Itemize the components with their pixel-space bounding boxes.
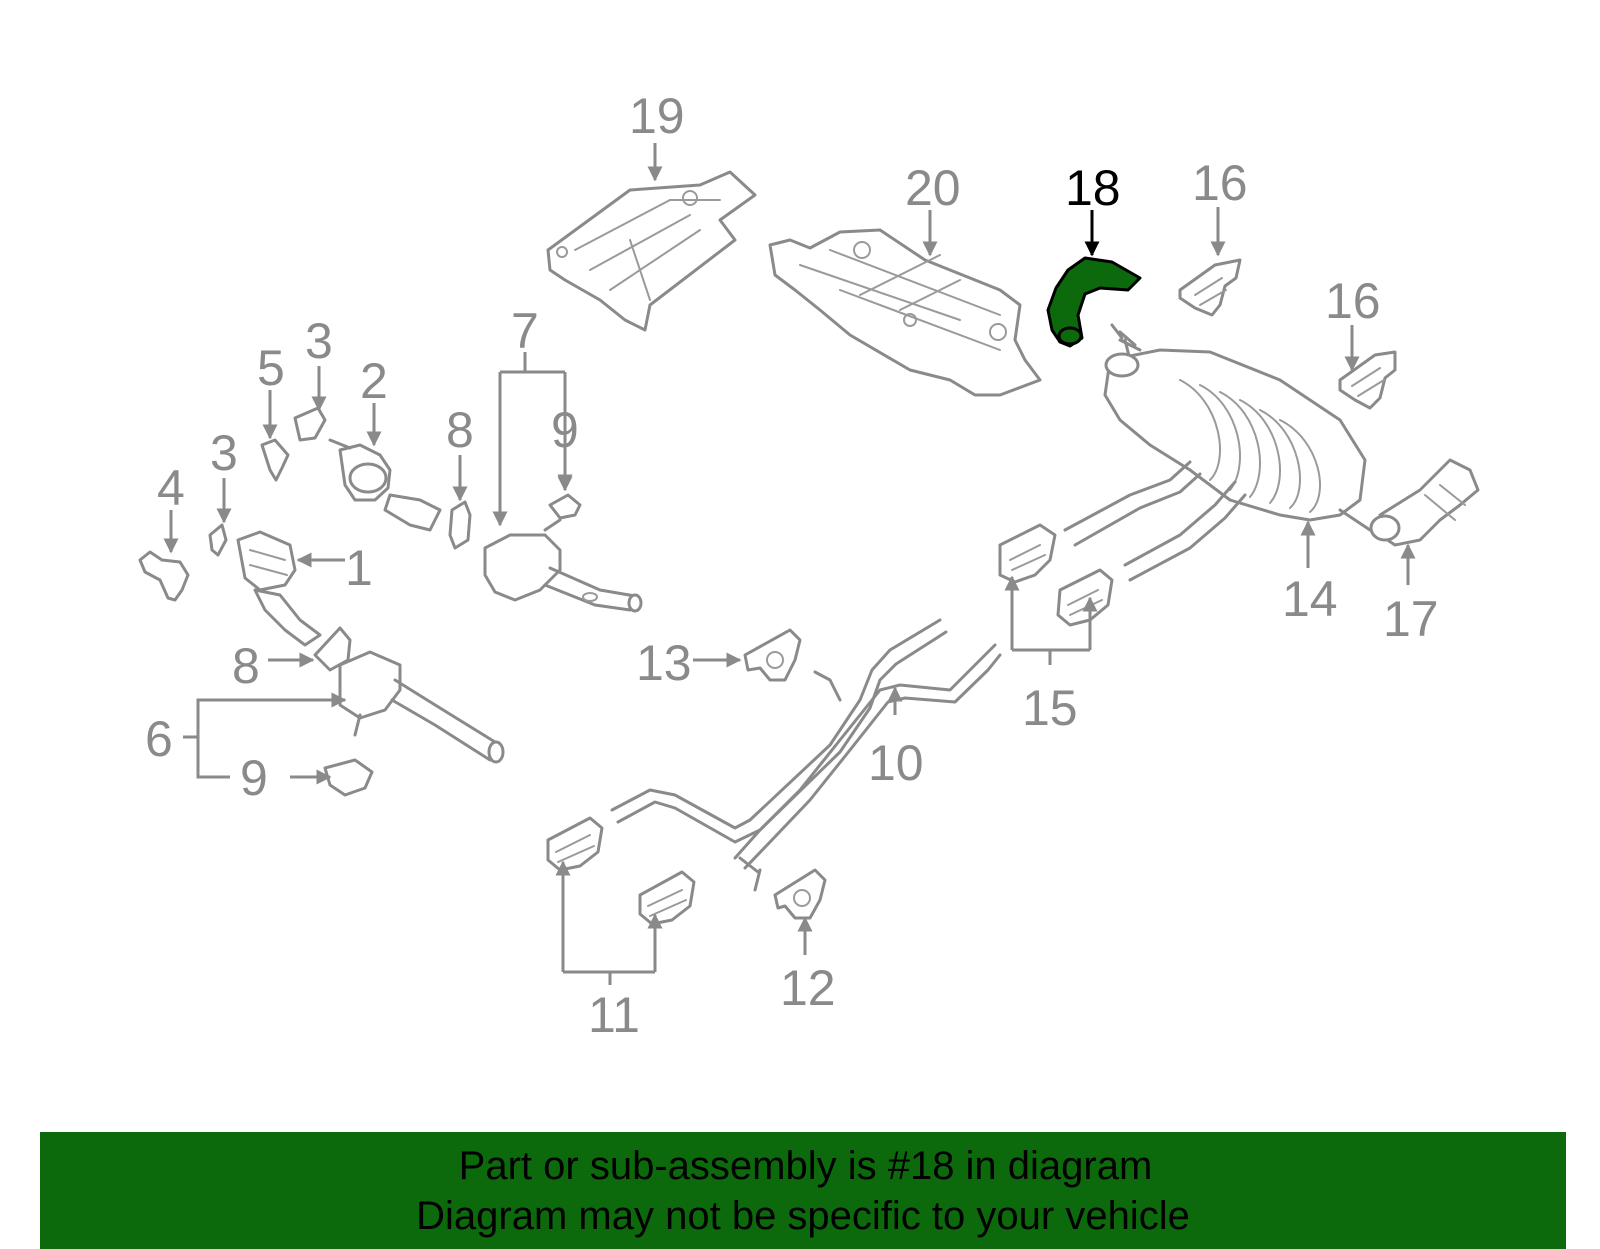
part-9-bracket-lower[interactable] — [323, 758, 374, 797]
callout-17[interactable]: 17 — [1383, 591, 1439, 647]
part-1-converter[interactable] — [236, 530, 322, 647]
part-11-clamp-left[interactable] — [546, 816, 604, 872]
callout-3-lower[interactable]: 3 — [210, 425, 238, 481]
callout-9-lower[interactable]: 9 — [240, 750, 268, 806]
part-18-tail-pipe-tip[interactable] — [1046, 256, 1142, 348]
part-15-clamp-lower[interactable] — [1056, 568, 1114, 627]
part-10-intermediate-pipe[interactable] — [610, 618, 1002, 892]
callout-1[interactable]: 1 — [345, 540, 373, 596]
part-16-bracket-upper[interactable] — [1178, 258, 1242, 317]
part-19-heat-shield[interactable] — [546, 170, 757, 332]
callout-19[interactable]: 19 — [629, 88, 685, 144]
part-17-tail-pipe[interactable] — [1369, 458, 1480, 547]
callout-10[interactable]: 10 — [868, 735, 924, 791]
part-3-gasket-upper[interactable] — [293, 406, 327, 442]
part-4-bracket[interactable] — [138, 550, 190, 602]
part-5-stud[interactable] — [260, 438, 290, 482]
callout-6[interactable]: 6 — [145, 711, 173, 767]
part-3-gasket-lower[interactable] — [208, 523, 228, 557]
exhaust-system-diagram: 19 20 18 16 16 7 3 2 5 8 9 3 4 1 8 6 9 1… — [138, 88, 1480, 1043]
part-9-bracket-upper[interactable] — [548, 493, 582, 520]
callout-14[interactable]: 14 — [1282, 571, 1338, 627]
callout-11[interactable]: 11 — [588, 987, 640, 1043]
callout-labels: 19 20 18 16 16 7 3 2 5 8 9 3 4 1 8 6 9 1… — [145, 88, 1439, 1043]
callout-2[interactable]: 2 — [360, 353, 388, 409]
callout-4[interactable]: 4 — [157, 460, 185, 516]
callout-15[interactable]: 15 — [1022, 680, 1078, 736]
banner-line-disclaimer: Diagram may not be specific to your vehi… — [416, 1193, 1190, 1238]
part-11-clamp-right[interactable] — [638, 870, 696, 926]
part-20-heat-shield[interactable] — [768, 228, 1042, 397]
part-7-front-pipe[interactable] — [483, 518, 643, 613]
banner-line-part-info: Part or sub-assembly is #18 in diagram — [458, 1143, 1153, 1188]
part-16-bracket-lower[interactable] — [1338, 350, 1397, 410]
callout-9-upper[interactable]: 9 — [551, 402, 579, 458]
part-12-hanger[interactable] — [773, 868, 827, 920]
callout-16-upper[interactable]: 16 — [1192, 155, 1248, 211]
callout-13[interactable]: 13 — [636, 635, 692, 691]
callout-12[interactable]: 12 — [780, 960, 836, 1016]
callout-18[interactable]: 18 — [1065, 160, 1121, 216]
part-8-gasket-upper[interactable] — [448, 500, 472, 550]
leader-lines — [163, 143, 1416, 985]
callout-7[interactable]: 7 — [511, 303, 539, 359]
part-13-hanger[interactable] — [743, 628, 802, 682]
muffler-inlet-pipes — [1063, 460, 1247, 582]
part-2-catalytic-converter[interactable] — [328, 438, 442, 532]
part-14-rear-muffler[interactable] — [1103, 323, 1372, 532]
info-banner: Part or sub-assembly is #18 in diagram D… — [40, 1132, 1566, 1249]
part-8-gasket-lower[interactable] — [313, 626, 352, 672]
callout-16-lower[interactable]: 16 — [1325, 273, 1381, 329]
callout-3-upper[interactable]: 3 — [305, 313, 333, 369]
part-6-front-pipe[interactable] — [338, 650, 505, 764]
callout-5[interactable]: 5 — [257, 340, 285, 396]
callout-20[interactable]: 20 — [905, 160, 961, 216]
part-15-clamp-upper[interactable] — [998, 523, 1057, 584]
callout-8-lower[interactable]: 8 — [232, 638, 260, 694]
callout-8-upper[interactable]: 8 — [446, 402, 474, 458]
